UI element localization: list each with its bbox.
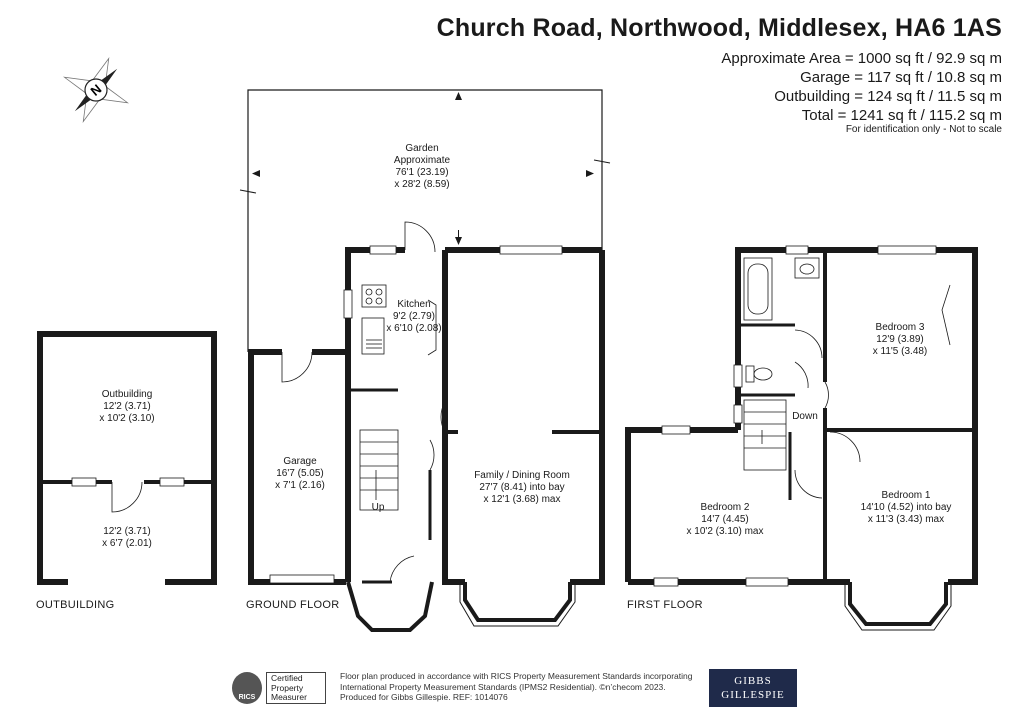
brand-line: GIBBS: [734, 675, 772, 687]
label-outbuilding-store: 12'2 (3.71) x 6'7 (2.01): [102, 526, 152, 549]
label-bedroom-1: Bedroom 1 14'10 (4.52) into bay x 11'3 (…: [861, 490, 952, 525]
svg-text:Garden: Garden: [405, 143, 438, 154]
garden-boundary: [239, 89, 611, 352]
entrance-porch: [346, 555, 434, 632]
label-garage: Garage 16'7 (5.05) x 7'1 (2.16): [275, 456, 325, 491]
svg-text:Bedroom 1: Bedroom 1: [882, 490, 931, 501]
stairs-down-label: Down: [792, 411, 818, 422]
floor-label-outbuilding: OUTBUILDING: [36, 599, 114, 611]
label-bedroom-3: Bedroom 3 12'9 (3.89) x 11'5 (3.48): [873, 322, 928, 357]
svg-text:x 7'1 (2.16): x 7'1 (2.16): [275, 480, 325, 491]
outbuilding-door: [71, 477, 185, 513]
svg-text:x 11'5 (3.48): x 11'5 (3.48): [873, 346, 928, 357]
rics-line: Certified: [271, 673, 303, 683]
svg-text:x 28'2 (8.59): x 28'2 (8.59): [394, 179, 449, 190]
ground-floor-windows: [269, 245, 563, 584]
footer-line: International Property Measurement Stand…: [340, 681, 666, 692]
rics-logo: RICS: [232, 672, 262, 704]
first-floor-doors: [794, 284, 951, 499]
svg-text:x 11'3 (3.43) max: x 11'3 (3.43) max: [868, 514, 944, 525]
bathroom-fixtures: [743, 257, 820, 383]
area-summary: Approximate Area = 1000 sq ft / 92.9 sq …: [721, 49, 1002, 125]
svg-text:Garage: Garage: [283, 456, 317, 467]
brand-line: GILLESPIE: [721, 689, 785, 701]
label-family-dining-room: Family / Dining Room 27'7 (8.41) into ba…: [474, 470, 570, 505]
rics-certified-box: Certified Property Measurer: [266, 672, 326, 704]
svg-text:Family / Dining Room: Family / Dining Room: [474, 470, 570, 481]
svg-text:Outbuilding: Outbuilding: [102, 389, 153, 400]
area-line-outbuilding: Outbuilding = 124 sq ft / 11.5 sq m: [774, 88, 1002, 105]
compass-icon: N: [62, 56, 130, 124]
area-line-total: Total = 1241 sq ft / 115.2 sq m: [801, 107, 1002, 124]
footer-line: Floor plan produced in accordance with R…: [340, 671, 693, 681]
ground-floor-stairs: [359, 429, 399, 511]
floor-label-ground: GROUND FLOOR: [246, 599, 339, 611]
label-garden: Garden Approximate 76'1 (23.19) x 28'2 (…: [394, 143, 451, 190]
svg-text:14'10 (4.52) into bay: 14'10 (4.52) into bay: [861, 502, 952, 513]
kitchen-fixtures: [361, 284, 437, 356]
footer-line: Produced for Gibbs Gillespie. REF: 10140…: [340, 692, 508, 702]
first-floor-walls: [625, 247, 978, 585]
garden-arrows: [252, 92, 594, 245]
floor-label-first: FIRST FLOOR: [627, 599, 703, 611]
label-bedroom-2: Bedroom 2 14'7 (4.45) x 10'2 (3.10) max: [687, 502, 764, 537]
svg-text:Bedroom 3: Bedroom 3: [876, 322, 925, 333]
svg-text:14'7 (4.45): 14'7 (4.45): [701, 514, 749, 525]
gibbs-gillespie-logo: GIBBS GILLESPIE: [709, 669, 797, 707]
svg-text:76'1 (23.19): 76'1 (23.19): [395, 167, 448, 178]
svg-text:x 6'10 (2.08): x 6'10 (2.08): [386, 323, 441, 334]
label-outbuilding: Outbuilding 12'2 (3.71) x 10'2 (3.10): [99, 389, 154, 424]
footer-disclaimer: Floor plan produced in accordance with R…: [340, 671, 692, 703]
stairs-up-label: Up: [372, 502, 385, 513]
family-room-bay: [459, 582, 576, 627]
property-address: Church Road, Northwood, Middlesex, HA6 1…: [436, 14, 1002, 42]
rics-badge: RICS Certified Property Measurer: [232, 672, 332, 706]
svg-text:x 10'2 (3.10): x 10'2 (3.10): [99, 413, 154, 424]
svg-text:x 6'7 (2.01): x 6'7 (2.01): [102, 538, 152, 549]
rics-line: Measurer: [271, 692, 307, 702]
svg-text:Kitchen: Kitchen: [397, 299, 430, 310]
area-line-garage: Garage = 117 sq ft / 10.8 sq m: [800, 69, 1002, 86]
svg-text:12'2 (3.71): 12'2 (3.71): [103, 401, 151, 412]
label-kitchen: Kitchen 9'2 (2.79) x 6'10 (2.08): [386, 299, 441, 334]
svg-text:12'9 (3.89): 12'9 (3.89): [876, 334, 924, 345]
ground-floor-doors: [281, 221, 446, 471]
svg-text:16'7 (5.05): 16'7 (5.05): [276, 468, 324, 479]
svg-text:x 10'2 (3.10) max: x 10'2 (3.10) max: [687, 526, 764, 537]
svg-text:27'7 (8.41) into bay: 27'7 (8.41) into bay: [479, 482, 564, 493]
svg-text:x 12'1 (3.68) max: x 12'1 (3.68) max: [484, 494, 561, 505]
first-floor-stairs: [743, 399, 787, 471]
svg-text:Approximate: Approximate: [394, 155, 451, 166]
svg-text:Bedroom 2: Bedroom 2: [701, 502, 750, 513]
area-line-main: Approximate Area = 1000 sq ft / 92.9 sq …: [721, 50, 1002, 67]
rics-line: Property: [271, 682, 304, 693]
svg-text:12'2 (3.71): 12'2 (3.71): [103, 526, 151, 537]
bedroom1-bay: [844, 582, 952, 631]
first-floor-windows: [653, 245, 937, 587]
identification-note: For identification only - Not to scale: [845, 124, 1002, 135]
svg-text:9'2 (2.79): 9'2 (2.79): [393, 311, 435, 322]
